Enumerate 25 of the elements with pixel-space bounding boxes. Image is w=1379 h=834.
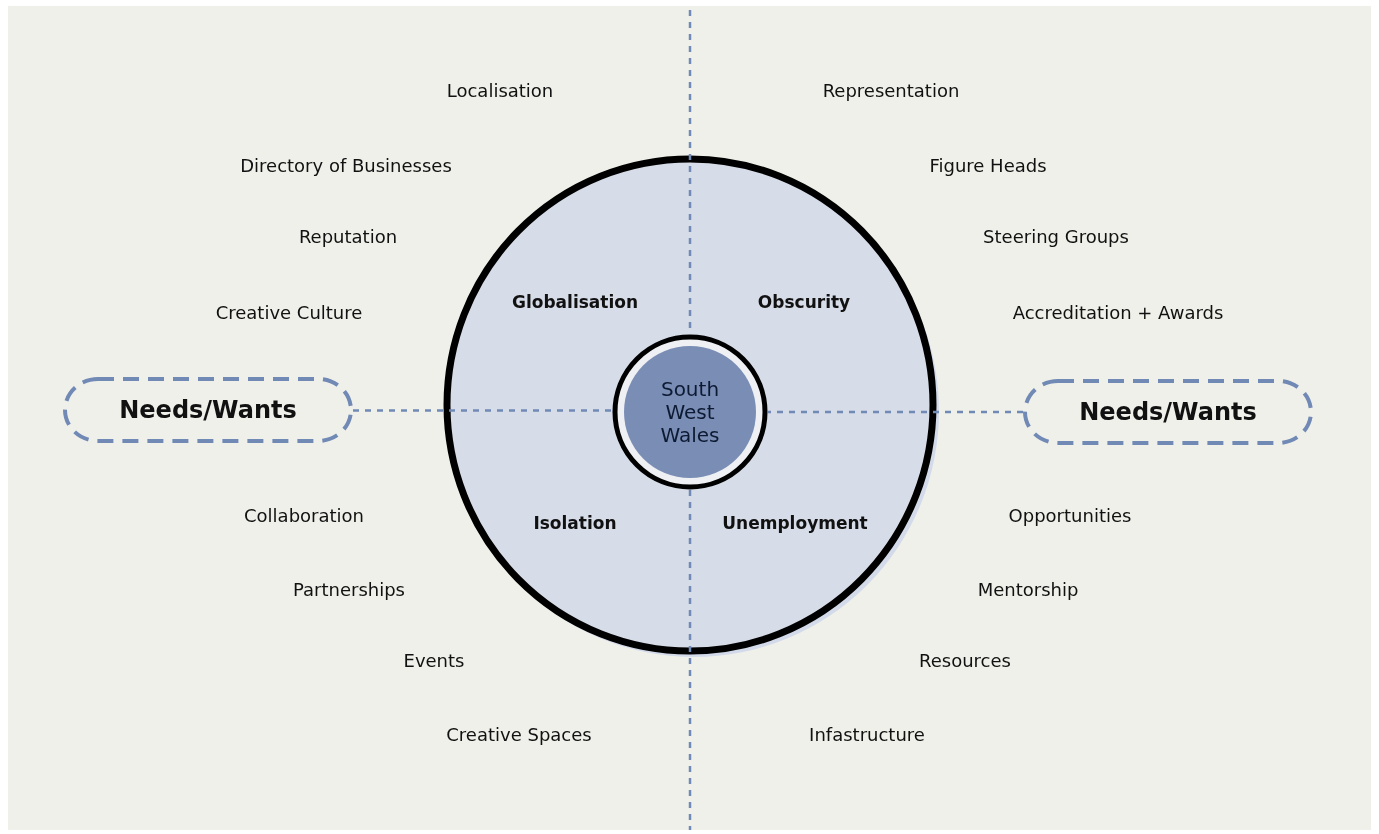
item-label: Steering Groups [983,225,1129,247]
dashed-connector [353,409,612,412]
dashed-connector [768,410,1023,414]
item-label: Infastructure [809,723,925,745]
item-label: Events [403,649,465,671]
item-label: Creative Spaces [446,723,592,745]
item-label: Accreditation + Awards [1012,301,1224,323]
oval-label: Needs/Wants [119,396,297,424]
quadrant-label: Globalisation [511,292,639,312]
item-label: Directory of Businesses [240,154,452,176]
quadrant-label: Isolation [533,513,617,533]
quadrant-label: Unemployment [722,513,868,533]
item-label: Partnerships [293,578,405,600]
item-label: Creative Culture [215,301,363,323]
item-label: Collaboration [244,504,364,526]
item-label: Opportunities [1008,504,1132,526]
item-label: Reputation [298,225,398,247]
oval-label: Needs/Wants [1079,398,1257,426]
center-label: South West Wales [659,377,721,447]
item-label: Mentorship [977,578,1079,600]
item-label: Figure Heads [929,154,1047,176]
quadrant-label: Obscurity [757,292,851,312]
item-label: Resources [919,649,1011,671]
item-label: Representation [822,79,960,101]
item-label: Localisation [446,79,554,101]
